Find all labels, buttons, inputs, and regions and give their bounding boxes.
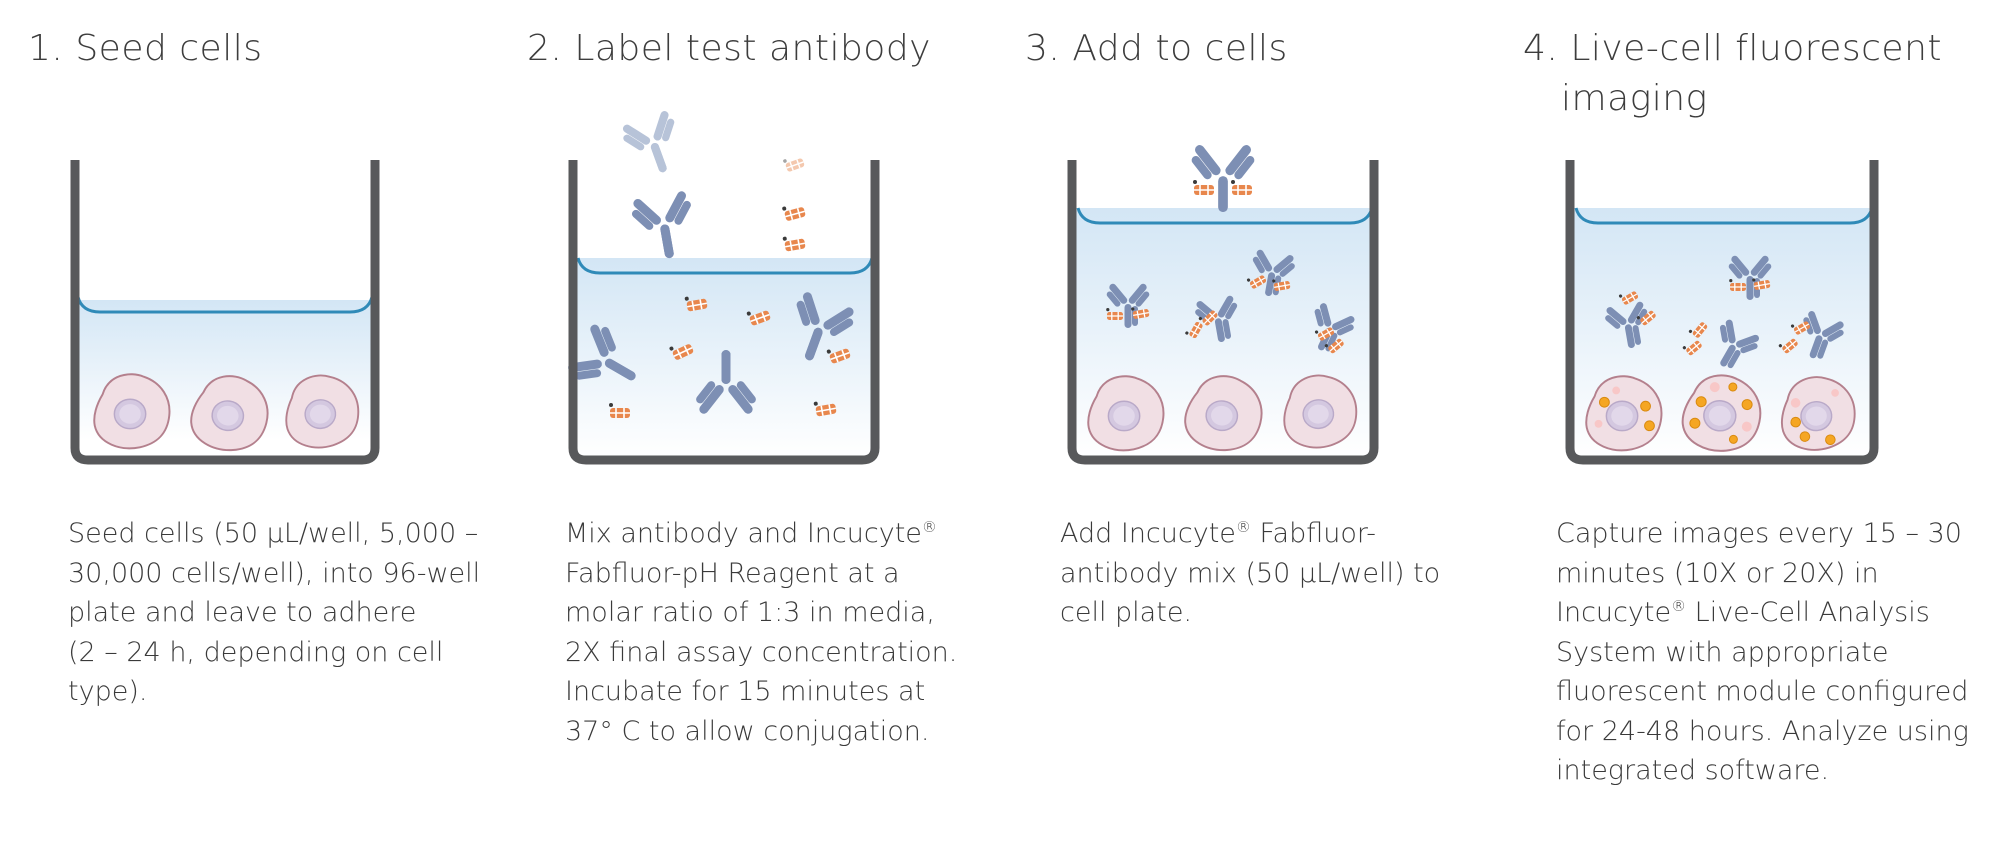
step-3-desc-line-3: cell plate.	[1060, 597, 1193, 628]
step-2-desc-line-3: molar ratio of 1:3 in media,	[565, 597, 935, 628]
step-3-number: 3.	[1025, 28, 1061, 69]
step-1-description: Seed cells (50 µL/well, 5,000 – 30,000 c…	[68, 514, 480, 712]
step-4-title-line-2: imaging	[1561, 78, 1708, 119]
well-2	[560, 105, 880, 465]
step-2-desc-line-4: 2X final assay concentration.	[565, 636, 958, 668]
step-4-number: 4.	[1523, 28, 1559, 69]
well-1	[70, 160, 380, 465]
step-3-title-text: Add to cells	[1072, 28, 1288, 69]
step-1-title: 1. Seed cells	[28, 24, 262, 74]
step-1-desc-line-4: (2 – 24 h, depending on cell	[68, 636, 444, 668]
step-4-desc-line-3: Incucyte® Live-Cell Analysis	[1556, 593, 1969, 633]
registered-mark: ®	[1235, 518, 1251, 536]
step-3-desc-line-1b: Fabfluor-	[1250, 518, 1377, 549]
step-4-desc-line-4: System with appropriate	[1556, 636, 1889, 668]
step-1-title-text: Seed cells	[75, 28, 263, 69]
assay-workflow-illustration	[70, 105, 1879, 465]
step-2-number: 2.	[527, 28, 563, 69]
step-4-description: Capture images every 15 – 30 minutes (10…	[1556, 514, 1969, 791]
step-1-desc-line-1: Seed cells (50 µL/well, 5,000 –	[68, 518, 479, 549]
step-3-description: Add Incucyte® Fabfluor- antibody mix (50…	[1060, 514, 1440, 633]
step-4-desc-line-2: minutes (10X or 20X) in	[1556, 557, 1879, 589]
step-2-desc-line-2: Fabfluor-pH Reagent at a	[565, 557, 900, 589]
step-2-description: Mix antibody and Incucyte® Fabfluor-pH R…	[565, 514, 957, 751]
registered-mark: ®	[921, 518, 937, 536]
step-4-title-text: Live-cell fluorescent	[1570, 28, 1943, 69]
step-1-number: 1.	[28, 28, 64, 69]
step-4-title: 4. Live-cell fluorescent imaging	[1523, 24, 1942, 124]
step-3-title: 3. Add to cells	[1025, 24, 1288, 74]
step-2-title-text: Label test antibody	[574, 28, 931, 69]
step-1-desc-line-2: 30,000 cells/well), into 96-well	[68, 557, 481, 589]
step-2-desc-line-1-text: Mix antibody and Incucyte	[565, 518, 922, 549]
step-1-desc-line-3: plate and leave to adhere	[68, 597, 417, 628]
step-4-desc-line-1: Capture images every 15 – 30	[1556, 518, 1962, 549]
step-1-desc-line-5: type).	[68, 676, 148, 707]
step-3-desc-line-1a: Add Incucyte	[1060, 518, 1236, 549]
step-4-desc-line-3b: Live-Cell Analysis	[1686, 597, 1930, 628]
registered-mark: ®	[1671, 597, 1687, 615]
step-2-desc-line-6: 37° C to allow conjugation.	[565, 715, 930, 747]
well-3	[1067, 143, 1379, 465]
step-4-desc-line-7: integrated software.	[1556, 755, 1830, 786]
step-4-desc-line-3a: Incucyte	[1556, 597, 1672, 628]
step-4-desc-line-6: for 24-48 hours. Analyze using	[1556, 715, 1969, 747]
step-3-desc-line-1: Add Incucyte® Fabfluor-	[1060, 514, 1440, 554]
step-4-desc-line-5: fluorescent module configured	[1556, 676, 1969, 707]
step-2-desc-line-5: Incubate for 15 minutes at	[565, 676, 926, 707]
well-4	[1565, 160, 1879, 465]
step-3-desc-line-2: antibody mix (50 µL/well) to	[1060, 557, 1441, 589]
step-2-title: 2. Label test antibody	[527, 24, 931, 74]
step-2-desc-line-1: Mix antibody and Incucyte®	[565, 514, 957, 554]
